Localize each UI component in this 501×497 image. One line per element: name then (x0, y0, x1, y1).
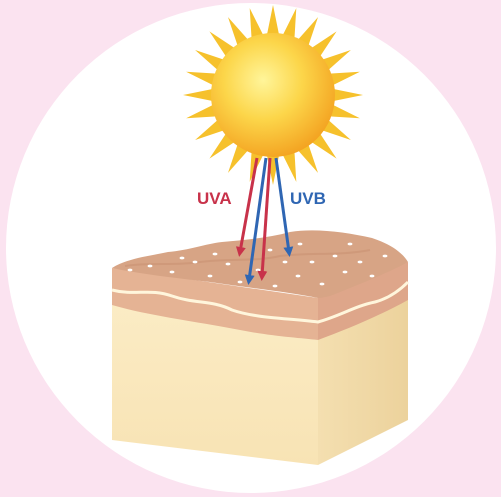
skin-block (112, 230, 408, 465)
sun-icon (183, 5, 363, 185)
sun-disc (211, 33, 335, 157)
uva-label: UVA (197, 189, 232, 208)
uvb-label: UVB (290, 189, 326, 208)
